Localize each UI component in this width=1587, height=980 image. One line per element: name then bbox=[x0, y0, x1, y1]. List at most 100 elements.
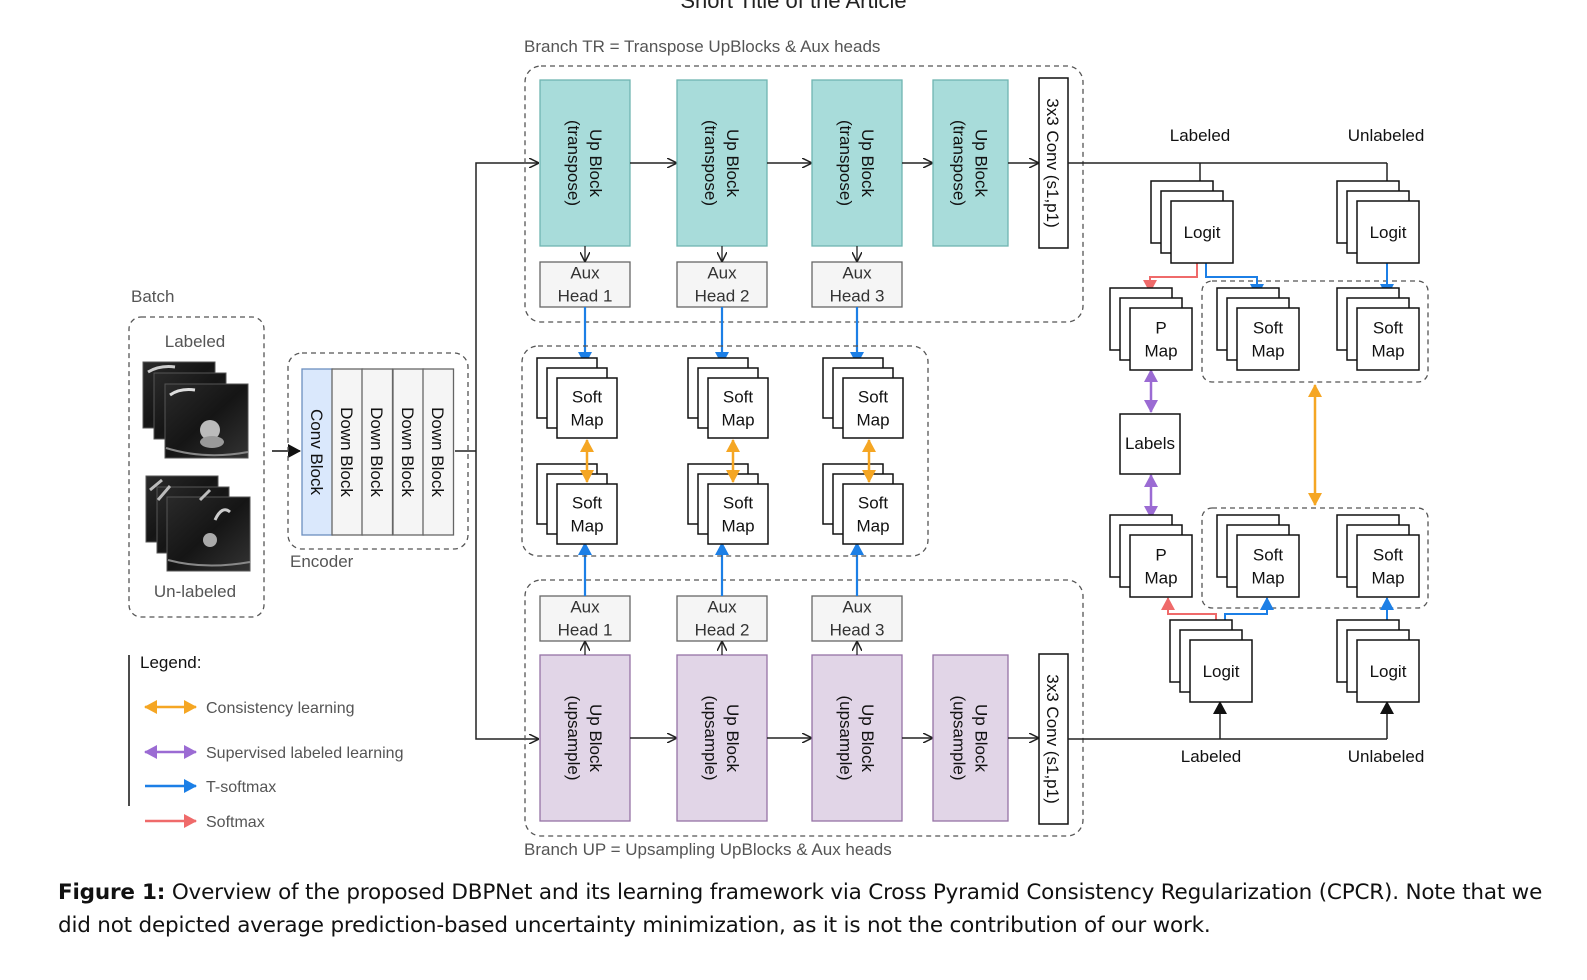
aux-head bbox=[539, 261, 631, 308]
up-block bbox=[811, 79, 903, 247]
up-block bbox=[676, 654, 768, 822]
branch-tr: Branch TR = Transpose UpBlocks & Aux hea… bbox=[524, 37, 1084, 365]
up-unlabeled-logit: Logit bbox=[1336, 619, 1420, 703]
tr-unlabeled-logit-label: Logit bbox=[1370, 223, 1407, 242]
up-block bbox=[932, 79, 1009, 247]
running-head: Short Title of the Article bbox=[680, 0, 907, 13]
stack-front bbox=[842, 377, 904, 439]
labels-box bbox=[1119, 413, 1181, 475]
branch-up-box bbox=[524, 579, 1084, 837]
up-labeled-logit: Logit bbox=[1169, 619, 1253, 703]
up-block bbox=[932, 654, 1009, 822]
up-block bbox=[811, 654, 903, 822]
branch-tr-box bbox=[524, 65, 1084, 323]
up-block bbox=[539, 79, 631, 247]
stack-front bbox=[1189, 639, 1253, 703]
tr-softmap-group bbox=[1201, 280, 1429, 383]
stack-front bbox=[1236, 534, 1300, 598]
stack-front bbox=[1236, 307, 1300, 371]
conv3x3-box bbox=[1038, 653, 1069, 825]
down-block-label: Down Block bbox=[428, 407, 447, 497]
t-softmax-arrow bbox=[1205, 263, 1264, 297]
aux-head bbox=[676, 261, 768, 308]
stack-front bbox=[1129, 307, 1193, 371]
aux-head bbox=[539, 595, 631, 642]
down-block-label: Down Block bbox=[367, 407, 386, 497]
softmax-arrow bbox=[1143, 263, 1198, 293]
legend-item-label: Consistency learning bbox=[206, 700, 355, 717]
tr-unlabeled-label: Unlabeled bbox=[1348, 126, 1425, 145]
down-block bbox=[422, 368, 455, 536]
batch-title: Batch bbox=[131, 287, 174, 306]
aux-softmap-box bbox=[521, 345, 929, 557]
branch-up: Up Block(upsample) Up Block(upsample) Up B… bbox=[524, 542, 1084, 859]
stack-front bbox=[707, 377, 769, 439]
up-labeled-logit-label: Logit bbox=[1203, 662, 1240, 681]
tr-labeled-logit: Logit bbox=[1150, 180, 1234, 264]
labels-text: Labels bbox=[1125, 434, 1175, 453]
conv-block-label: Conv Block bbox=[307, 409, 326, 495]
up-block-label: Up Block(upsample) bbox=[564, 695, 605, 780]
tr-unlabeled-logit: Logit bbox=[1336, 180, 1420, 264]
up-block bbox=[539, 654, 631, 822]
stack-front bbox=[556, 483, 618, 545]
up-unlabeled-label: Unlabeled bbox=[1348, 747, 1425, 766]
tr-labeled-logit-label: Logit bbox=[1184, 223, 1221, 242]
figure-caption-label: Figure 1: bbox=[58, 880, 166, 905]
batch-group: Batch Labeled Un-labeled bbox=[128, 287, 265, 618]
stack-front bbox=[1356, 639, 1420, 703]
unlabeled-image-stack bbox=[145, 475, 251, 572]
batch-unlabeled-label: Un-labeled bbox=[154, 582, 236, 601]
encoder-box bbox=[287, 352, 469, 550]
encoder-to-branches-connector bbox=[455, 163, 538, 739]
down-block bbox=[392, 368, 425, 536]
up-block-label: Up Block(upsample) bbox=[836, 695, 877, 780]
down-block bbox=[361, 368, 394, 536]
stack-front bbox=[1356, 307, 1420, 371]
up-block-label: Up Block(upsample) bbox=[701, 695, 742, 780]
up-unlabeled-logit-label: Logit bbox=[1370, 662, 1407, 681]
aux-head bbox=[676, 595, 768, 642]
legend-title: Legend: bbox=[140, 653, 201, 672]
up-block-label: Up Block(transpose) bbox=[701, 120, 742, 206]
up-block-label: Up Block(transpose) bbox=[564, 120, 605, 206]
down-block-label: Down Block bbox=[398, 407, 417, 497]
legend-item-label: T-softmax bbox=[206, 779, 276, 796]
conv3x3-label: 3x3 Conv (s1,p1) bbox=[1043, 674, 1062, 803]
stack-front bbox=[1129, 534, 1193, 598]
encoder-title: Encoder bbox=[290, 552, 354, 571]
output-heads-group: Labeled Unlabeled Labeled Unlabeled Labe… bbox=[1068, 126, 1429, 766]
legend-item-label: Supervised labeled learning bbox=[206, 745, 403, 762]
tr-labeled-label: Labeled bbox=[1170, 126, 1231, 145]
stack-front bbox=[1356, 200, 1420, 264]
up-labeled-label: Labeled bbox=[1181, 747, 1242, 766]
batch-labeled-label: Labeled bbox=[165, 332, 226, 351]
stack-front bbox=[707, 483, 769, 545]
down-block-label: Down Block bbox=[337, 407, 356, 497]
aux-head bbox=[811, 261, 903, 308]
figure-caption-text: Overview of the proposed DBPNet and its … bbox=[58, 880, 1543, 938]
